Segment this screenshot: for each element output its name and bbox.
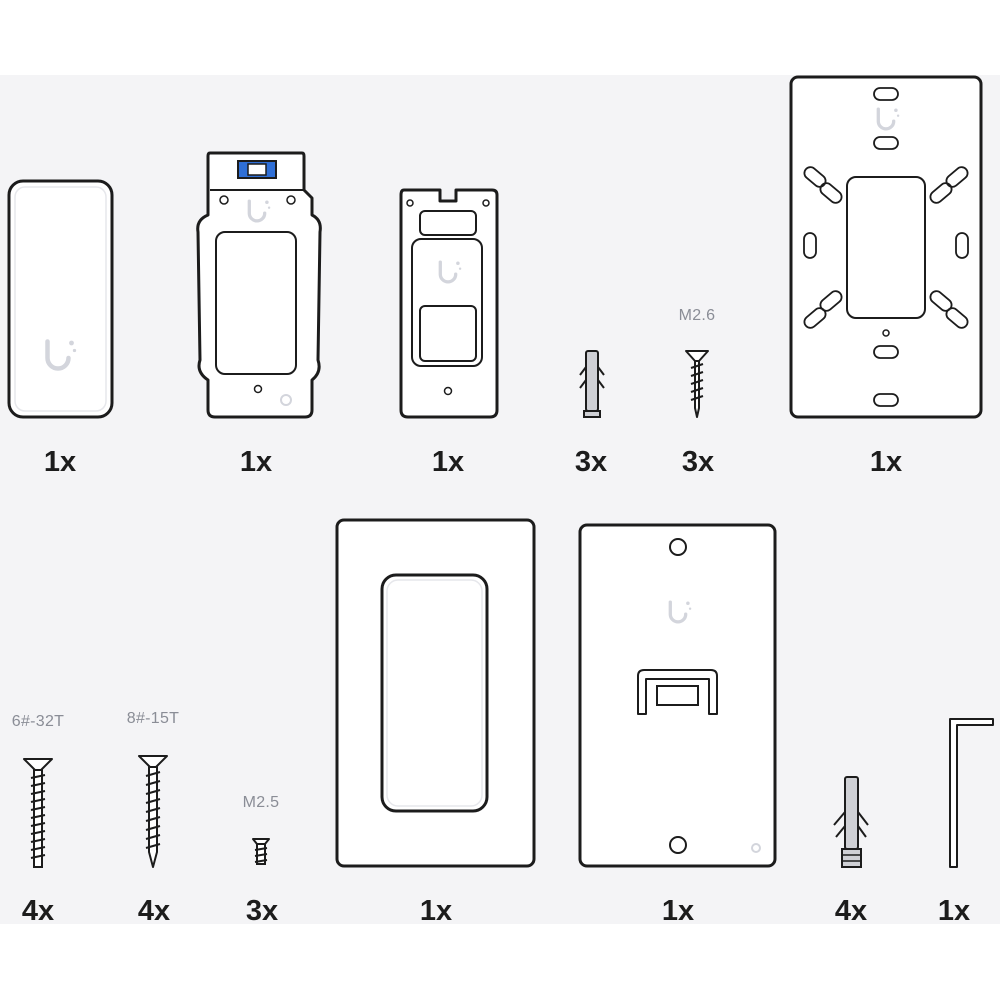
spec-label: M2.5 xyxy=(242,794,280,811)
wall-box-plate xyxy=(578,523,777,868)
quantity-label: 1x xyxy=(239,446,273,478)
wall-anchor xyxy=(579,350,605,418)
spec-label: 8#-15T xyxy=(126,710,180,727)
quantity-label: 1x xyxy=(43,446,77,478)
quantity-label: 3x xyxy=(574,446,608,478)
wall-anchor xyxy=(833,776,869,868)
long-screw xyxy=(23,758,53,868)
large-mounting-plate xyxy=(789,75,983,419)
quantity-label: 1x xyxy=(431,446,465,478)
quantity-label: 1x xyxy=(869,446,903,478)
quantity-label: 4x xyxy=(21,895,55,927)
small-mounting-plate xyxy=(399,188,499,419)
quantity-label: 4x xyxy=(137,895,171,927)
wall-frame-plate xyxy=(335,518,536,868)
quantity-label: 3x xyxy=(245,895,279,927)
long-screw xyxy=(138,755,168,868)
quantity-label: 3x xyxy=(681,446,715,478)
hex-key xyxy=(949,718,994,868)
screw xyxy=(685,350,709,418)
device-front-cover xyxy=(7,179,114,419)
spec-label: M2.6 xyxy=(678,307,716,324)
quantity-label: 1x xyxy=(419,895,453,927)
quantity-label: 1x xyxy=(937,895,971,927)
quantity-label: 4x xyxy=(834,895,868,927)
spec-label: 6#-32T xyxy=(11,713,65,730)
small-screw xyxy=(252,838,270,865)
mounting-bracket-with-level xyxy=(196,151,322,419)
quantity-label: 1x xyxy=(661,895,695,927)
